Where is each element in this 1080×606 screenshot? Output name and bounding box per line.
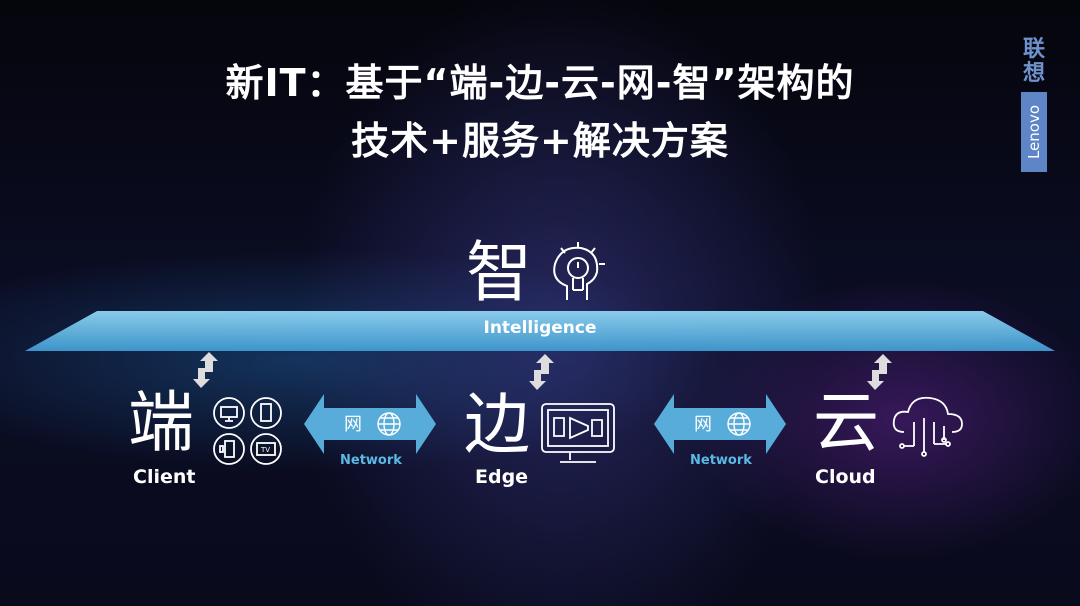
edge-label: Edge [475, 466, 529, 488]
globe-icon [727, 412, 751, 436]
lightbulb-head-icon [553, 242, 605, 300]
network-arrow-left [304, 394, 436, 454]
cloud-label: Cloud [815, 466, 876, 488]
lenovo-logo: Lenovo [1021, 92, 1047, 172]
globe-icon [377, 412, 401, 436]
intelligence-plane [25, 311, 1055, 351]
edge-server-icon [541, 403, 615, 463]
title-line-1: 新IT：基于“端-边-云-网-智”架构的 [225, 61, 855, 105]
cloud-circuit-icon [892, 396, 963, 457]
title-line-2: 技术+服务+解决方案 [351, 119, 729, 163]
client-char: 端 [128, 384, 194, 461]
cloud-char: 云 [813, 384, 879, 461]
updown-arrow-icon [193, 352, 218, 388]
network-label: Network [690, 453, 752, 468]
lenovo-logo-text: Lenovo [1025, 104, 1043, 160]
network-char: 网 [694, 414, 712, 435]
svg-text:TV: TV [260, 446, 270, 454]
updown-arrow-icon [867, 354, 892, 390]
updown-arrow-icon [529, 354, 554, 390]
client-label: Client [133, 466, 196, 488]
client-devices-icon: TV [213, 397, 282, 465]
network-char: 网 [344, 414, 362, 435]
intelligence-char: 智 [466, 234, 532, 311]
edge-char: 边 [464, 386, 530, 463]
network-arrow-right [654, 394, 786, 454]
network-label: Network [340, 453, 402, 468]
logo-chinese: 联想 [1022, 37, 1045, 86]
intelligence-label: Intelligence [483, 318, 597, 338]
